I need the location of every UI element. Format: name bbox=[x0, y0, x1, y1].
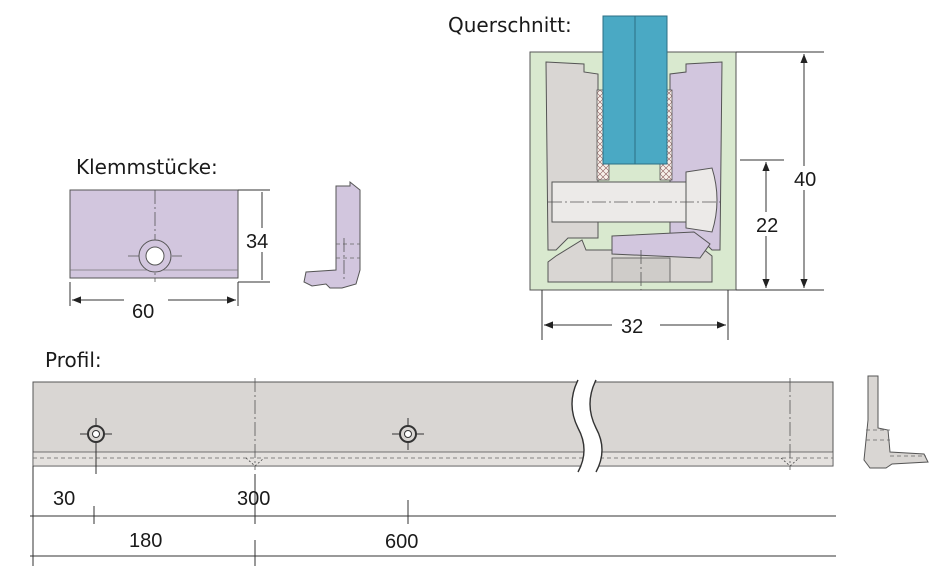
profil-label: Profil: bbox=[45, 348, 102, 372]
profile-dimensions bbox=[30, 466, 836, 566]
profile-end-view bbox=[863, 375, 929, 469]
clamp-side-view bbox=[303, 180, 361, 289]
profile-bar-drawing bbox=[32, 378, 834, 474]
querschnitt-label: Querschnitt: bbox=[448, 13, 572, 37]
dim-clamp-height: 34 bbox=[246, 231, 268, 253]
dim-profile-mark-offset: 600 bbox=[385, 531, 418, 553]
dim-profile-mark-spacing: 300 bbox=[237, 488, 270, 510]
dim-cross-section-width: 32 bbox=[621, 316, 643, 338]
dim-clamp-width: 60 bbox=[132, 301, 154, 323]
klemmstuecke-label: Klemmstücke: bbox=[76, 155, 218, 179]
dim-cross-section-height: 40 bbox=[794, 169, 816, 191]
clamp-dimensions bbox=[69, 189, 270, 306]
dim-cross-section-bolt-height: 22 bbox=[756, 215, 778, 237]
clamp-front-view bbox=[69, 189, 239, 282]
dim-profile-hole-spacing: 180 bbox=[129, 530, 162, 552]
cross-section-drawing bbox=[529, 15, 737, 291]
dim-profile-edge-offset: 30 bbox=[53, 488, 75, 510]
